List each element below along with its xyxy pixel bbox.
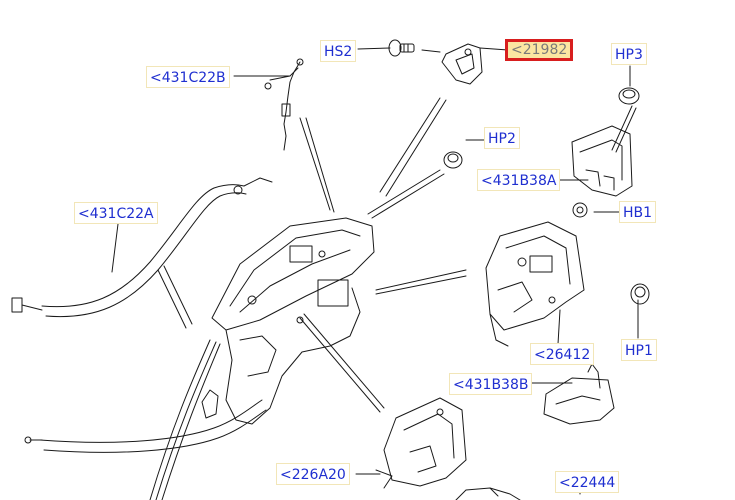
callout-431b38b[interactable]: <431B38B bbox=[449, 373, 533, 395]
callout-226a20[interactable]: <226A20 bbox=[276, 463, 350, 485]
callout-hp1[interactable]: HP1 bbox=[621, 339, 657, 361]
part-226a20-bracket bbox=[375, 397, 467, 489]
callout-hb1[interactable]: HB1 bbox=[619, 201, 657, 223]
callout-hp2[interactable]: HP2 bbox=[484, 127, 520, 149]
part-22444 bbox=[455, 487, 521, 500]
leader-lines bbox=[111, 47, 639, 495]
part-431c22a-cable bbox=[11, 177, 273, 318]
callout-431b38a[interactable]: <431B38A bbox=[477, 169, 561, 191]
part-21982-striker bbox=[441, 43, 483, 85]
callout-hp3[interactable]: HP3 bbox=[611, 43, 647, 65]
part-hp1-plug bbox=[630, 283, 650, 305]
part-hp2-plug bbox=[443, 151, 463, 169]
part-handle-carrier bbox=[201, 217, 375, 425]
callout-431c22b[interactable]: <431C22B bbox=[146, 66, 230, 88]
part-26412-latch bbox=[485, 221, 585, 347]
assembly-lines bbox=[157, 97, 637, 413]
part-hp3-plug bbox=[618, 87, 640, 105]
part-431b38b-cover bbox=[543, 363, 615, 425]
part-lower-cables bbox=[24, 339, 267, 500]
part-431b38a-cover bbox=[571, 125, 633, 197]
callout-hs2[interactable]: HS2 bbox=[320, 40, 357, 62]
callout-22444[interactable]: <22444 bbox=[555, 471, 620, 493]
callout-431c22a[interactable]: <431C22A bbox=[74, 202, 158, 224]
callout-21982[interactable]: <21982 bbox=[505, 39, 574, 61]
part-hs2-screw bbox=[388, 39, 415, 57]
part-hb1-bolt bbox=[572, 202, 588, 218]
part-431c22b-cable bbox=[264, 58, 304, 151]
callout-26412[interactable]: <26412 bbox=[530, 343, 595, 365]
